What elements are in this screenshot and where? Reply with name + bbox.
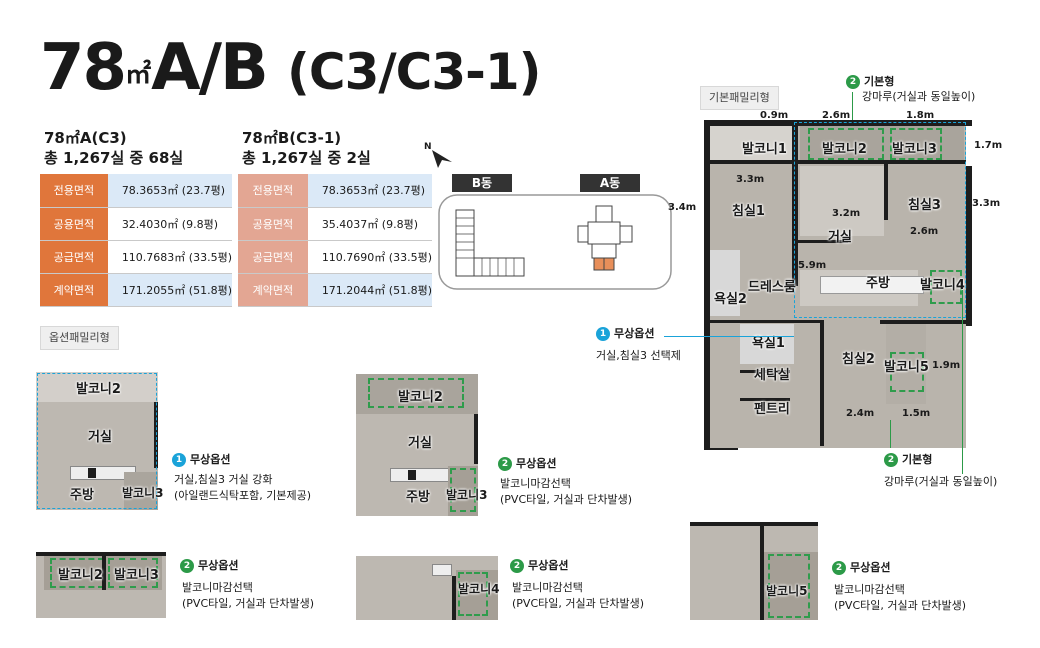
option-family-tag: 옵션패밀리형 bbox=[40, 326, 119, 350]
room-label-bath2: 욕실2 bbox=[714, 292, 747, 307]
option1-label-balcony2: 발코니2 bbox=[76, 382, 121, 397]
bottom-callout-line-2 bbox=[962, 290, 963, 474]
room-label-laundry: 세탁실 bbox=[754, 368, 790, 383]
room-label-bath1: 욕실1 bbox=[752, 336, 785, 351]
option3-label-balcony2: 발코니2 bbox=[58, 568, 103, 583]
dim-label: 2.4m bbox=[846, 408, 875, 419]
dim-label: 2.6m bbox=[822, 110, 851, 121]
north-arrow-icon bbox=[432, 150, 452, 168]
dim-label: 0.9m bbox=[760, 110, 789, 121]
option-plan-4 bbox=[356, 556, 498, 620]
room-label-balcony1: 발코니1 bbox=[742, 142, 787, 157]
option-1-desc-1: 거실,침실3 거실 강화 bbox=[174, 473, 273, 486]
dim-label: 3.3m bbox=[972, 198, 1001, 209]
basic-family-tag: 기본패밀리형 bbox=[700, 86, 779, 110]
option-4-desc-2: (PVC타일, 거실과 단차발생) bbox=[512, 597, 644, 610]
option1-label-kitchen: 주방 bbox=[70, 488, 94, 503]
dong-b-label: B동 bbox=[452, 174, 512, 192]
room-label-bedroom2: 침실2 bbox=[842, 352, 875, 367]
option-3-desc-1: 발코니마감선택 bbox=[182, 581, 253, 594]
top-basic-desc: 강마루(거실과 동일높이) bbox=[862, 90, 976, 103]
option-4-desc-1: 발코니마감선택 bbox=[512, 581, 583, 594]
type-b-heading: 78㎡B(C3-1) bbox=[242, 129, 342, 147]
room-label-balcony3: 발코니3 bbox=[892, 142, 937, 157]
type-a-units: 총 1,267실 중 68실 bbox=[44, 149, 184, 167]
type-b-units: 총 1,267실 중 2실 bbox=[242, 149, 371, 167]
room-label-pantry: 펜트리 bbox=[754, 402, 790, 417]
key-plan-map bbox=[438, 194, 672, 290]
dim-label: 1.8m bbox=[906, 110, 935, 121]
dim-label: 3.2m bbox=[832, 208, 861, 219]
dim-label: 1.9m bbox=[932, 360, 961, 371]
room-label-balcony5: 발코니5 bbox=[884, 360, 929, 375]
free-option-line bbox=[664, 336, 794, 337]
option-5-desc-1: 발코니마감선택 bbox=[834, 583, 905, 596]
option2-label-balcony3: 발코니3 bbox=[446, 488, 488, 502]
option4-label-balcony4: 발코니4 bbox=[458, 582, 500, 596]
room-label-balcony2: 발코니2 bbox=[822, 142, 867, 157]
page-title: 78㎡A/B (C3/C3-1) bbox=[40, 31, 542, 105]
room-label-dressroom: 드레스룸 bbox=[748, 280, 796, 295]
option-plan-1 bbox=[36, 372, 158, 510]
room-label-living: 거실 bbox=[828, 230, 852, 245]
option2-label-balcony2: 발코니2 bbox=[398, 390, 443, 405]
north-label: N bbox=[424, 142, 432, 152]
option-3-desc-2: (PVC타일, 거실과 단차발생) bbox=[182, 597, 314, 610]
dim-label: 2.6m bbox=[910, 226, 939, 237]
option-2-desc-1: 발코니마감선택 bbox=[500, 477, 571, 490]
option-5-desc-2: (PVC타일, 거실과 단차발생) bbox=[834, 599, 966, 612]
type-a-heading: 78㎡A(C3) bbox=[44, 129, 127, 147]
room-label-bedroom3: 침실3 bbox=[908, 198, 941, 213]
top-callout-line bbox=[852, 92, 853, 120]
room-label-kitchen: 주방 bbox=[866, 276, 890, 291]
dong-a-label: A동 bbox=[580, 174, 640, 192]
option-2-desc-2: (PVC타일, 거실과 단차발생) bbox=[500, 493, 632, 506]
option2-label-kitchen: 주방 bbox=[406, 490, 430, 505]
dim-label: 3.4m bbox=[668, 202, 697, 213]
room-label-bedroom1: 침실1 bbox=[732, 204, 765, 219]
option2-label-living: 거실 bbox=[408, 436, 432, 451]
option-plan-5 bbox=[690, 522, 818, 620]
option-1-desc-2: (아일랜드식탁포함, 기본제공) bbox=[174, 489, 312, 502]
dim-label: 1.7m bbox=[974, 140, 1003, 151]
dim-label: 1.5m bbox=[902, 408, 931, 419]
dim-label: 3.3m bbox=[736, 174, 765, 185]
option1-label-balcony3: 발코니3 bbox=[122, 486, 164, 500]
main-floor-plan bbox=[704, 120, 972, 450]
option3-label-balcony3: 발코니3 bbox=[114, 568, 159, 583]
room-label-balcony4: 발코니4 bbox=[920, 278, 965, 293]
free-option-desc: 거실,침실3 선택제 bbox=[596, 349, 681, 362]
bottom-basic-desc: 강마루(거실과 동일높이) bbox=[884, 475, 998, 488]
option-plan-2 bbox=[356, 374, 478, 516]
option-plan-3 bbox=[36, 552, 166, 618]
dim-label: 5.9m bbox=[798, 260, 827, 271]
bottom-callout-line bbox=[890, 420, 891, 448]
option1-label-living: 거실 bbox=[88, 430, 112, 445]
option5-label-balcony5: 발코니5 bbox=[766, 584, 808, 598]
